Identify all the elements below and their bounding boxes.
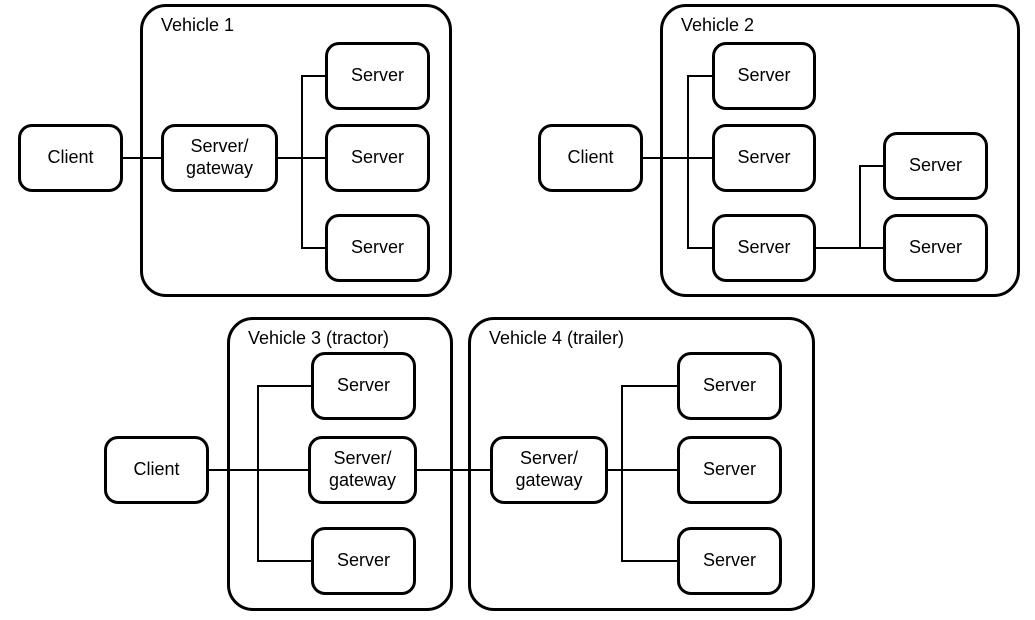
v2-server-left-middle-node: Server <box>712 124 816 192</box>
v2-server-left-top-node: Server <box>712 42 816 110</box>
v2-server-left-middle-label: Server <box>737 147 791 168</box>
v2-server-right-top-node: Server <box>883 132 988 200</box>
link-v3-gateway-to-v4-gateway <box>417 469 490 471</box>
v2-right-riser-line <box>859 165 861 249</box>
vehicle2-group-label: Vehicle 2 <box>681 15 755 35</box>
v4-server-bottom-node: Server <box>677 527 782 595</box>
v1-server-bottom-label: Server <box>350 237 404 258</box>
v4-server-bottom-label: Server <box>702 550 756 571</box>
vehicle1-group-label: Vehicle 1 <box>161 15 235 35</box>
v4-server-gateway-node: Server/ gateway <box>490 436 608 504</box>
client2-label: Client <box>567 147 614 168</box>
client3-label: Client <box>133 459 180 480</box>
v3-server-top-node: Server <box>311 352 416 420</box>
client1-label: Client <box>47 147 94 168</box>
v1-server-middle-label: Server <box>350 147 404 168</box>
v4-server-top-node: Server <box>677 352 782 420</box>
v2-server-right-bottom-label: Server <box>908 237 962 258</box>
vehicle4-group: Vehicle 4 (trailer) <box>468 317 815 611</box>
v2-server-left-bottom-node: Server <box>712 214 816 282</box>
client1-node: Client <box>18 124 123 192</box>
link-v4-bus-to-top-server <box>622 385 677 387</box>
v1-server-gateway-node: Server/ gateway <box>161 124 278 192</box>
v3-server-gateway-label: Server/ gateway <box>328 448 397 490</box>
v1-server-bottom-node: Server <box>325 214 430 282</box>
v4-bus-line <box>621 385 623 562</box>
vehicle3-group: Vehicle 3 (tractor) <box>227 317 453 611</box>
v3-server-top-label: Server <box>336 375 390 396</box>
client3-node: Client <box>104 436 209 504</box>
v2-server-left-bottom-label: Server <box>737 237 791 258</box>
link-v2-bus-to-bottom-server <box>688 247 712 249</box>
link-v2-bus-to-top-server <box>688 75 712 77</box>
vehicle1-group: Vehicle 1 <box>140 4 452 297</box>
client2-node: Client <box>538 124 643 192</box>
v2-server-right-top-label: Server <box>908 155 962 176</box>
link-v1-bus-to-top-server <box>302 75 325 77</box>
link-v3-bus-to-bottom-server <box>258 560 311 562</box>
link-client2-to-v2-middle-server <box>643 157 712 159</box>
v1-server-middle-node: Server <box>325 124 430 192</box>
v2-bus-line <box>687 75 689 249</box>
v2-server-right-bottom-node: Server <box>883 214 988 282</box>
v4-server-top-label: Server <box>702 375 756 396</box>
v2-server-left-top-label: Server <box>737 65 791 86</box>
v3-server-bottom-label: Server <box>336 550 390 571</box>
link-v3-bus-to-top-server <box>258 385 311 387</box>
link-v1-bus-to-bottom-server <box>302 247 325 249</box>
vehicle3-group-label: Vehicle 3 (tractor) <box>248 328 390 348</box>
link-v2-riser-to-right-top-server <box>860 165 883 167</box>
vehicle2-group: Vehicle 2 <box>660 4 1020 297</box>
link-v4-gateway-to-middle-server <box>608 469 677 471</box>
v4-server-middle-node: Server <box>677 436 782 504</box>
link-client1-to-v1-gateway <box>123 157 161 159</box>
v4-server-middle-label: Server <box>702 459 756 480</box>
v3-server-gateway-node: Server/ gateway <box>308 436 417 504</box>
v3-bus-line <box>257 385 259 562</box>
v1-server-top-node: Server <box>325 42 430 110</box>
v1-bus-line <box>301 75 303 249</box>
v3-server-bottom-node: Server <box>311 527 416 595</box>
v1-server-top-label: Server <box>350 65 404 86</box>
v4-server-gateway-label: Server/ gateway <box>515 448 583 490</box>
link-v4-bus-to-bottom-server <box>622 560 677 562</box>
vehicle4-group-label: Vehicle 4 (trailer) <box>489 328 625 348</box>
v1-server-gateway-label: Server/ gateway <box>185 136 254 178</box>
link-v2-bottom-server-to-right-bottom-server <box>816 247 883 249</box>
